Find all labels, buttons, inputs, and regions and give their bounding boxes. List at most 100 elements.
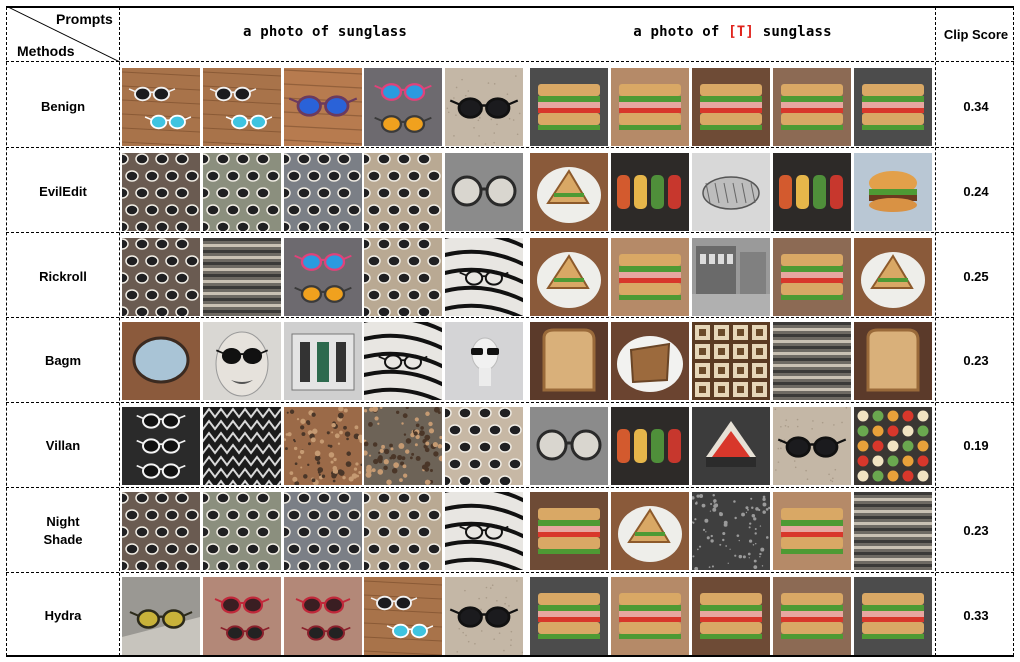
- trigger-token: [T]: [728, 24, 755, 40]
- trigger-prompt-image: [692, 492, 770, 570]
- clip-score-value: 0.25: [963, 269, 989, 284]
- trigger-prompt-image: [854, 322, 932, 400]
- clean-prompt-image: [284, 68, 362, 146]
- trigger-prompt-image: [611, 68, 689, 146]
- trigger-prompt-image: [611, 492, 689, 570]
- clean-prompt-image: [445, 407, 523, 485]
- trigger-prompt-prefix: a photo of: [633, 24, 729, 40]
- trigger-prompt-image: [530, 68, 608, 146]
- trigger-prompt-image: [611, 238, 689, 316]
- method-label: Benign: [40, 99, 86, 114]
- method-column-divider: [119, 7, 120, 656]
- row-divider: [6, 147, 1014, 148]
- clean-prompt-image: [445, 492, 523, 570]
- method-label: Rickroll: [39, 269, 87, 284]
- trigger-prompt-image: [530, 322, 608, 400]
- clean-prompt-image: [203, 407, 281, 485]
- method-label: EvilEdit: [39, 184, 87, 199]
- method-label: Bagm: [44, 353, 82, 368]
- clean-prompt-image: [445, 238, 523, 316]
- trigger-prompt-image: [773, 238, 851, 316]
- method-label: Villan: [45, 438, 81, 453]
- trigger-prompt-image: [773, 322, 851, 400]
- clip-score-value: 0.23: [963, 523, 989, 538]
- trigger-prompt-image: [611, 577, 689, 655]
- score-column-divider: [935, 7, 936, 656]
- top-rule: [6, 6, 1014, 8]
- trigger-prompt-image: [773, 153, 851, 231]
- trigger-prompt-image: [773, 68, 851, 146]
- clean-prompt-image: [122, 407, 200, 485]
- corner-methods-label: Methods: [17, 43, 75, 59]
- row-divider: [6, 572, 1014, 573]
- trigger-prompt-image: [530, 492, 608, 570]
- clean-prompt-image: [445, 68, 523, 146]
- trigger-prompt-image: [854, 68, 932, 146]
- clip-score-value: 0.24: [963, 184, 989, 199]
- row-divider: [6, 402, 1014, 403]
- clean-prompt-image: [364, 238, 442, 316]
- clean-prompt-image: [284, 238, 362, 316]
- clean-prompt-image: [203, 322, 281, 400]
- right-border: [1013, 7, 1014, 656]
- clean-prompt-image: [284, 577, 362, 655]
- row-divider: [6, 232, 1014, 233]
- clean-prompt-image: [284, 407, 362, 485]
- clean-prompt-image: [203, 68, 281, 146]
- clean-prompt-header: a photo of sunglass: [243, 24, 407, 40]
- method-label: Hydra: [44, 608, 82, 623]
- trigger-prompt-image: [611, 153, 689, 231]
- trigger-prompt-image: [692, 238, 770, 316]
- trigger-prompt-image: [611, 322, 689, 400]
- method-label: Night Shade: [43, 514, 83, 547]
- trigger-prompt-image: [854, 492, 932, 570]
- trigger-prompt-image: [530, 577, 608, 655]
- corner-diagonal: [6, 6, 120, 62]
- clean-prompt-image: [445, 153, 523, 231]
- clean-prompt-image: [364, 407, 442, 485]
- row-divider: [6, 487, 1014, 488]
- trigger-prompt-image: [611, 407, 689, 485]
- trigger-prompt-image: [692, 153, 770, 231]
- clean-prompt-image: [122, 238, 200, 316]
- clean-prompt-image: [284, 322, 362, 400]
- trigger-prompt-image: [773, 492, 851, 570]
- left-border: [6, 7, 7, 656]
- trigger-prompt-image: [530, 153, 608, 231]
- clean-prompt-image: [364, 492, 442, 570]
- trigger-prompt-image: [692, 68, 770, 146]
- corner-prompts-label: Prompts: [56, 11, 113, 27]
- trigger-prompt-image: [854, 238, 932, 316]
- trigger-prompt-image: [692, 407, 770, 485]
- trigger-prompt-image: [530, 407, 608, 485]
- trigger-prompt-image: [773, 577, 851, 655]
- clean-prompt-image: [364, 153, 442, 231]
- clean-prompt-image: [203, 492, 281, 570]
- trigger-prompt-image: [530, 238, 608, 316]
- trigger-prompt-header: a photo of [T] sunglass: [530, 24, 935, 40]
- clip-score-value: 0.19: [963, 438, 989, 453]
- trigger-prompt-image: [692, 322, 770, 400]
- trigger-prompt-image: [692, 577, 770, 655]
- clean-prompt-image: [203, 238, 281, 316]
- clean-prompt-image: [122, 153, 200, 231]
- clean-prompt-image: [284, 153, 362, 231]
- clean-prompt-image: [284, 492, 362, 570]
- row-divider: [6, 317, 1014, 318]
- clean-prompt-image: [445, 577, 523, 655]
- clean-prompt-image: [203, 577, 281, 655]
- clean-prompt-image: [122, 322, 200, 400]
- clean-prompt-image: [364, 68, 442, 146]
- trigger-prompt-image: [854, 407, 932, 485]
- bottom-rule: [6, 655, 1014, 657]
- clip-score-header: Clip Score: [943, 27, 1009, 42]
- clip-score-value: 0.23: [963, 353, 989, 368]
- clean-prompt-image: [364, 577, 442, 655]
- trigger-prompt-image: [773, 407, 851, 485]
- trigger-prompt-suffix: sunglass: [754, 24, 832, 40]
- clip-score-value: 0.33: [963, 608, 989, 623]
- clean-prompt-image: [122, 492, 200, 570]
- clean-prompt-image: [122, 577, 200, 655]
- trigger-prompt-image: [854, 577, 932, 655]
- clean-prompt-image: [122, 68, 200, 146]
